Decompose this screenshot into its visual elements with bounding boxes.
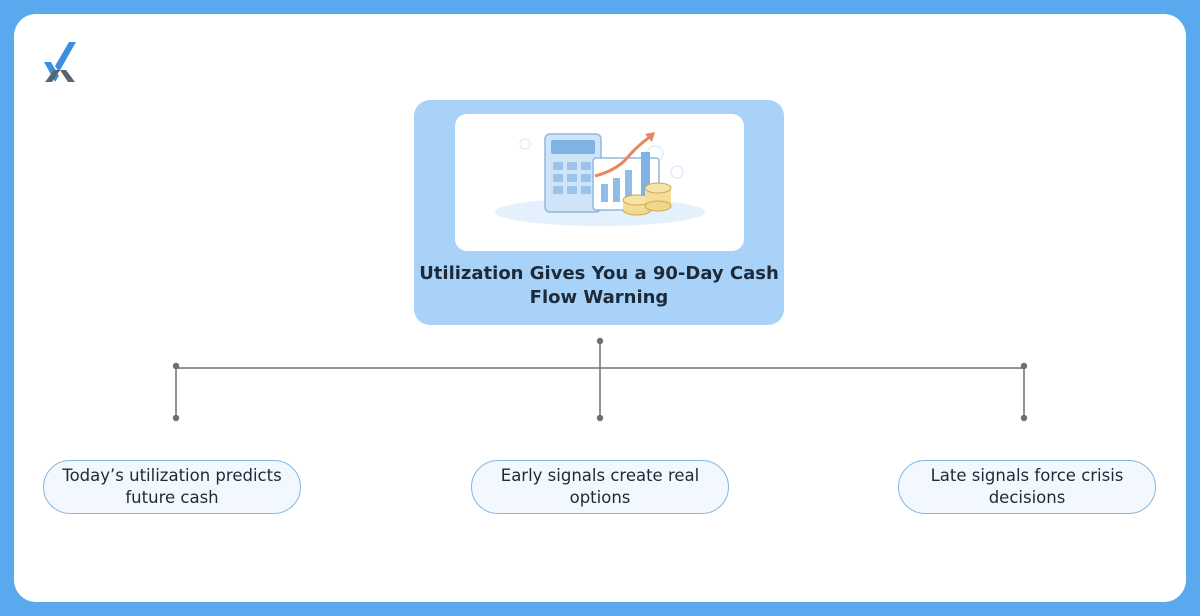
checkmark-x-logo-icon — [44, 42, 76, 82]
calculator-chart-coins-icon — [495, 132, 705, 226]
child-node-1: Today’s utilization predicts future cash — [43, 460, 301, 514]
root-title: Utilization Gives You a 90-Day Cash Flow… — [419, 263, 779, 308]
child-node-3: Late signals force crisis decisions — [898, 460, 1156, 514]
root-illustration — [455, 114, 744, 251]
child-node-2: Early signals create real options — [471, 460, 729, 514]
